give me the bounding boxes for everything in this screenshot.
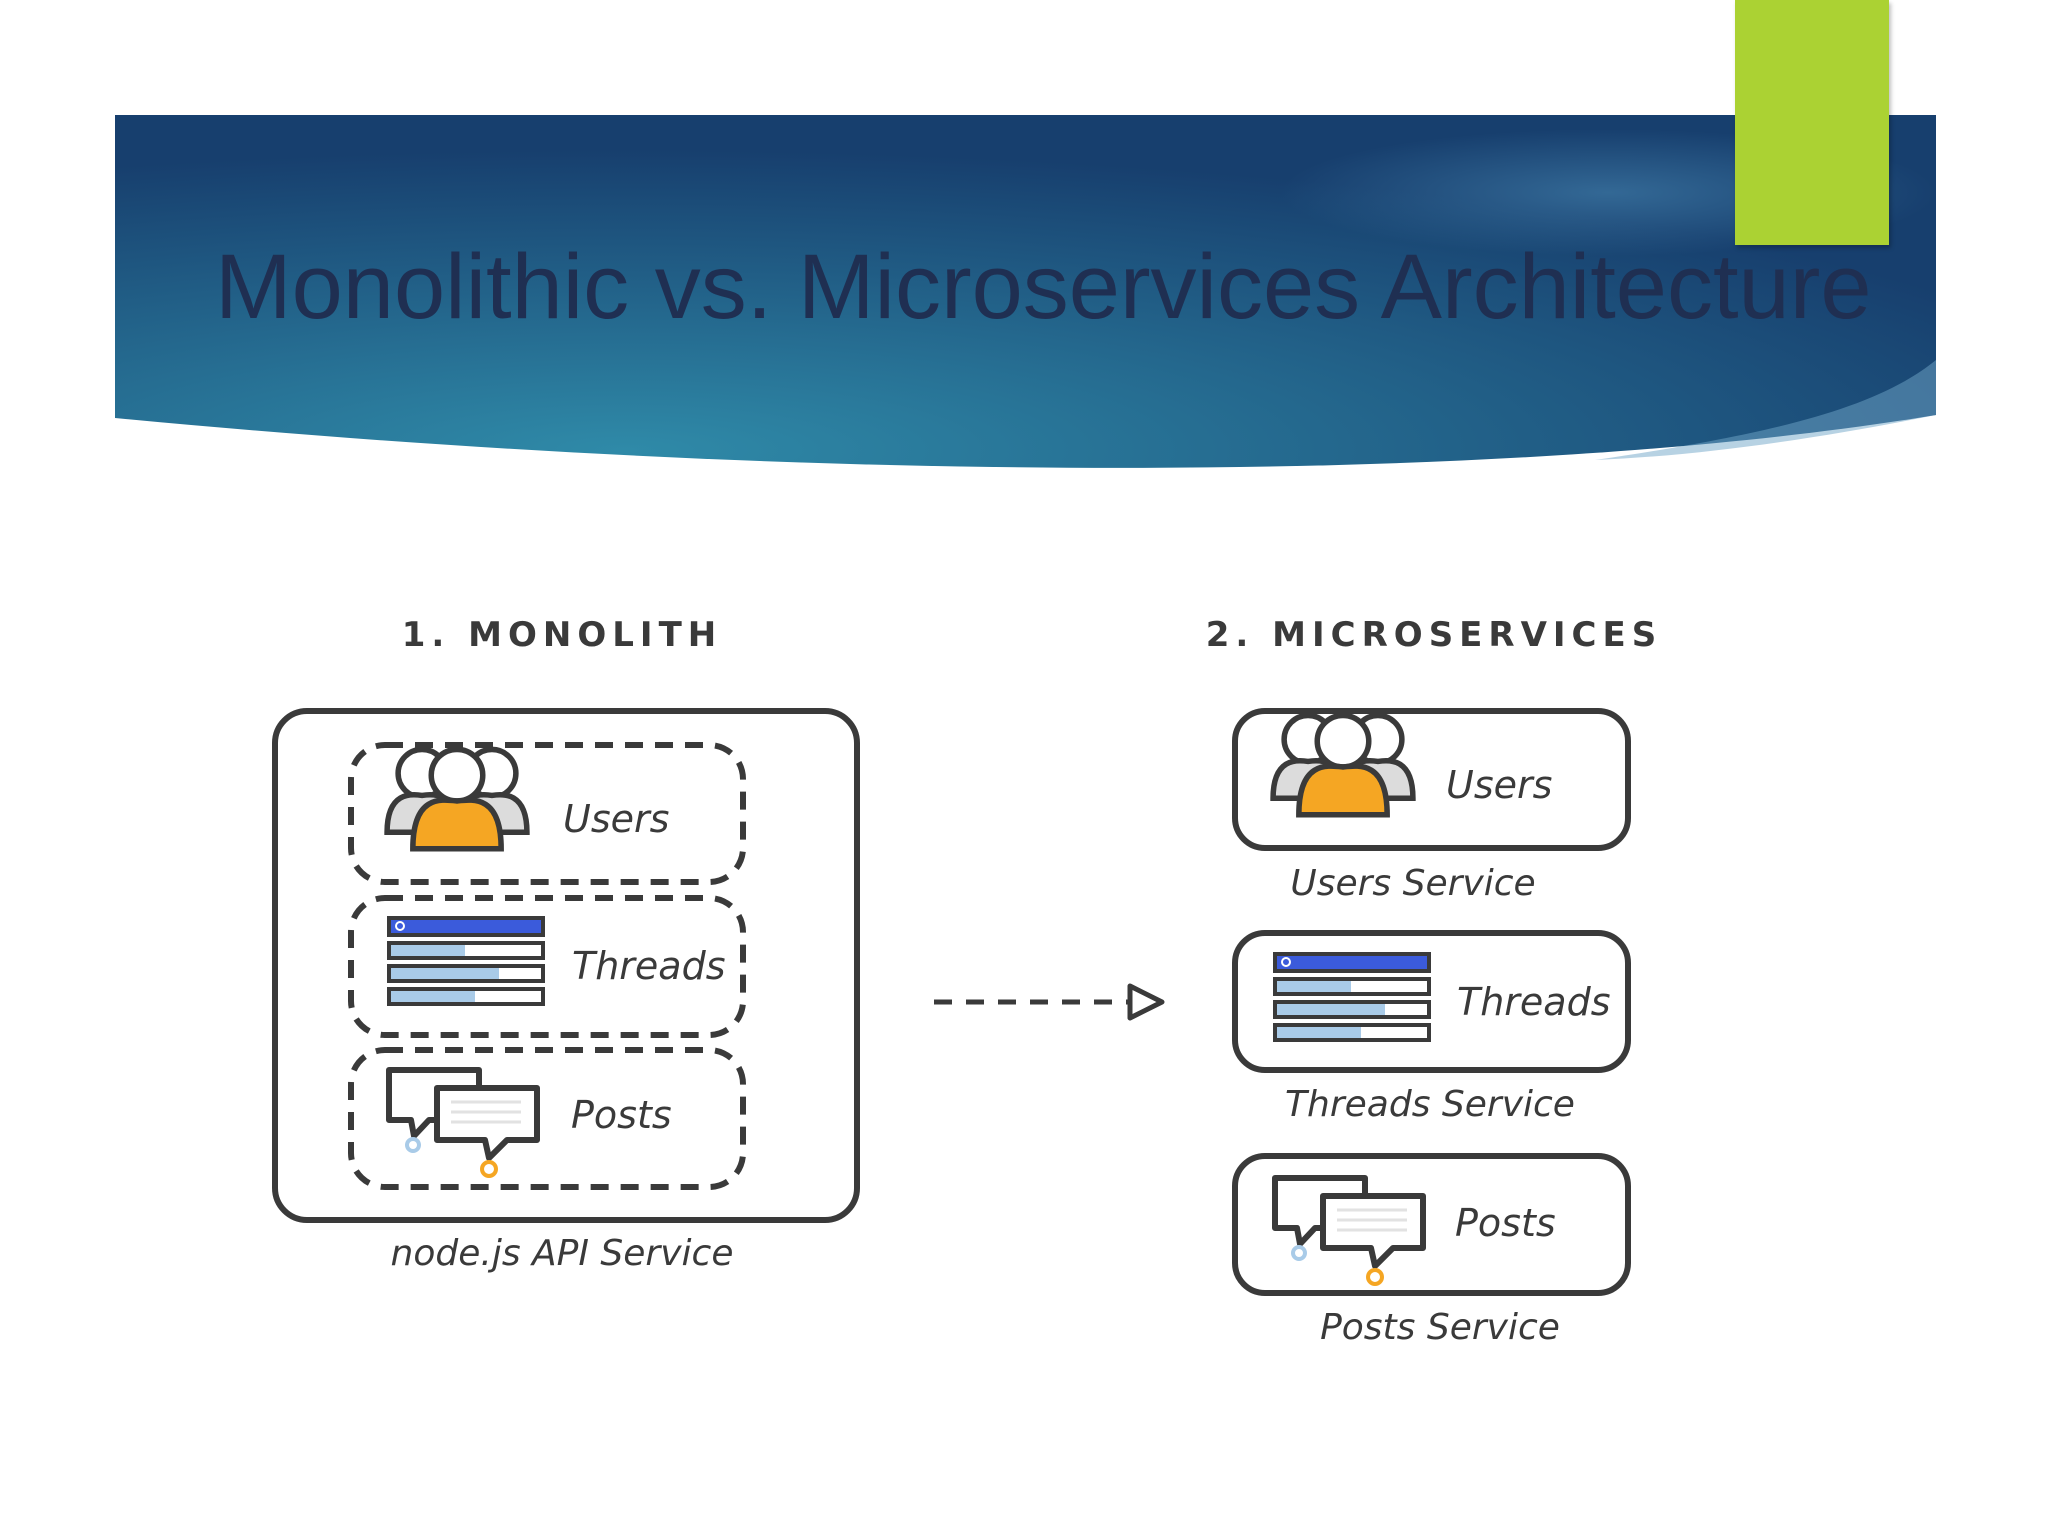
threads-service-caption: Threads Service [1285, 1084, 1575, 1125]
monolith-caption: node.js API Service [391, 1233, 734, 1274]
monolith-container [272, 708, 860, 1223]
threads-service-label: Threads [1457, 980, 1611, 1024]
threads-service: Threads [1232, 930, 1631, 1073]
microservices-heading: 2. MICROSERVICES [1206, 615, 1662, 655]
users-icon [387, 749, 527, 848]
monolith-users-label: Users [563, 797, 669, 841]
posts-service-label: Posts [1455, 1201, 1556, 1245]
monolith-module-users: Users [348, 742, 746, 885]
slide-title: Monolithic vs. Microservices Architectur… [215, 236, 1872, 338]
monolith-threads-label: Threads [572, 944, 726, 988]
accent-bar [1735, 0, 1889, 245]
posts-service-caption: Posts Service [1320, 1307, 1560, 1348]
users-icon [1273, 715, 1413, 814]
users-service: Users [1232, 708, 1631, 851]
title-banner [115, 115, 1936, 480]
users-service-caption: Users Service [1290, 863, 1535, 904]
monolith-heading: 1. MONOLITH [402, 615, 722, 655]
monolith-module-posts: Posts [348, 1047, 746, 1190]
posts-service: Posts [1232, 1153, 1631, 1296]
users-service-label: Users [1446, 763, 1552, 807]
monolith-posts-label: Posts [571, 1093, 672, 1137]
monolith-module-threads: Threads [348, 895, 746, 1038]
